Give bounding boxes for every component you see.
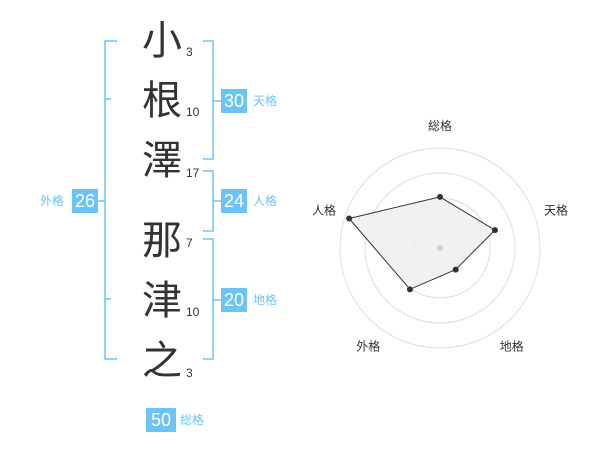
tenkaku-value: 30 bbox=[221, 89, 247, 113]
tenkaku-label: 天格 bbox=[253, 94, 278, 108]
name-char-1: 小 bbox=[142, 18, 182, 64]
chikaku-value: 20 bbox=[221, 288, 247, 312]
radar-center-dot bbox=[437, 245, 443, 251]
chikaku-bracket bbox=[203, 238, 214, 360]
jinkaku-label: 人格 bbox=[253, 194, 278, 208]
gaikaku-bracket bbox=[104, 40, 117, 360]
gaikaku-value: 26 bbox=[72, 189, 98, 213]
stroke-count-4: 7 bbox=[186, 236, 193, 250]
radar-axis-label-3: 地格 bbox=[500, 339, 524, 354]
soukaku-value: 50 bbox=[146, 408, 176, 432]
jinkaku-bracket bbox=[203, 170, 214, 232]
radar-axis-label-4: 外格 bbox=[356, 339, 380, 354]
name-char-2: 根 bbox=[142, 78, 182, 124]
radar-point-5 bbox=[346, 215, 353, 222]
radar-point-3 bbox=[452, 266, 459, 273]
radar-points bbox=[346, 193, 498, 293]
stroke-count-6: 3 bbox=[186, 366, 193, 380]
radar-axis-label-1: 総格 bbox=[428, 118, 452, 133]
soukaku-label: 総格 bbox=[180, 413, 205, 427]
radar-axis-label-5: 人格 bbox=[312, 202, 336, 217]
name-char-6: 之 bbox=[142, 338, 182, 384]
stroke-count-3: 17 bbox=[186, 166, 200, 180]
radar-ring-4 bbox=[339, 147, 541, 349]
gaikaku-label: 外格 bbox=[40, 194, 65, 208]
radar-point-2 bbox=[491, 227, 498, 234]
stroke-count-1: 3 bbox=[186, 45, 193, 59]
radar-point-4 bbox=[406, 286, 413, 293]
tenkaku-bracket bbox=[203, 40, 214, 160]
radar-area bbox=[348, 196, 496, 290]
jinkaku-value: 24 bbox=[221, 189, 247, 213]
stroke-count-5: 10 bbox=[186, 305, 200, 319]
radar-point-1 bbox=[437, 193, 443, 200]
radar-ring-3 bbox=[364, 172, 516, 324]
chikaku-label: 地格 bbox=[253, 293, 278, 307]
radar-axis-label-2: 天格 bbox=[544, 202, 568, 217]
name-char-3: 澤 bbox=[142, 138, 182, 184]
stroke-count-2: 10 bbox=[186, 105, 200, 119]
name-char-4: 那 bbox=[142, 218, 182, 264]
name-char-5: 津 bbox=[142, 278, 182, 324]
